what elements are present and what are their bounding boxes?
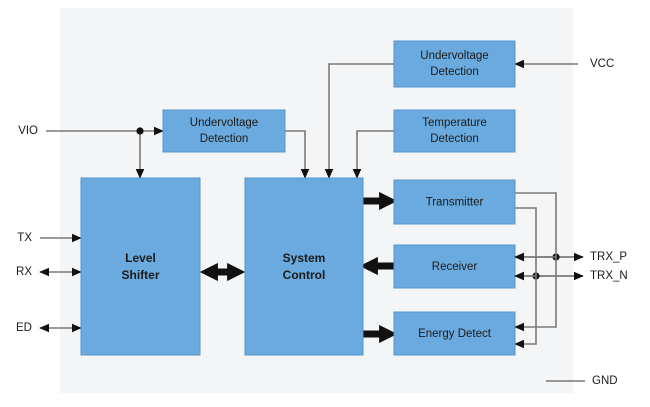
junction-dot-vio [136,127,144,135]
wire-vio [46,126,164,179]
wire-temperature-to-system-control [352,130,394,179]
pin-label-trx-n: TRX_N [590,270,628,282]
block-system-control[interactable]: System Control [244,177,364,356]
pin-label-rx: RX [16,266,32,278]
block-level-shifter-label-line1: Level [125,251,156,265]
block-system-control-label-line2: Control [283,268,326,282]
block-energy-detect[interactable]: Energy Detect [393,311,516,356]
block-receiver-label: Receiver [432,261,478,273]
pin-label-ed: ED [16,322,32,334]
block-temperature-detection-label-line1: Temperature [422,117,487,129]
block-undervoltage-detection-vio[interactable]: Undervoltage Detection [162,109,286,153]
block-level-shifter-label-line2: Shifter [121,268,159,282]
wire-trx-to-energy-detect [514,257,557,349]
pin-label-tx: TX [17,232,32,244]
block-system-control-label-line1: System [283,251,326,265]
pin-label-trx-p: TRX_P [590,251,627,263]
wire-transmitter-outputs [515,192,557,276]
block-receiver[interactable]: Receiver [393,244,516,289]
pin-label-gnd: GND [592,375,618,387]
block-temperature-detection-label-line2: Detection [430,133,479,145]
block-undervoltage-vcc-label-line1: Undervoltage [420,50,488,62]
block-undervoltage-vio-label-line1: Undervoltage [190,117,258,129]
block-undervoltage-detection-vcc[interactable]: Undervoltage Detection [393,40,516,88]
block-transmitter-label: Transmitter [426,197,484,209]
block-energy-detect-label: Energy Detect [418,328,492,340]
wire-trx-to-receiver [514,252,556,281]
block-temperature-detection[interactable]: Temperature Detection [393,109,516,153]
block-level-shifter[interactable]: Level Shifter [80,177,201,356]
pin-label-vcc: VCC [590,58,614,70]
wire-undervoltage-vcc-to-system-control [324,63,394,179]
wire-undervoltage-vio-to-system-control [285,130,310,179]
pin-label-vio: VIO [18,125,38,137]
block-undervoltage-vcc-label-line2: Detection [430,66,479,78]
block-undervoltage-vio-label-line2: Detection [200,133,249,145]
block-transmitter[interactable]: Transmitter [393,179,516,225]
